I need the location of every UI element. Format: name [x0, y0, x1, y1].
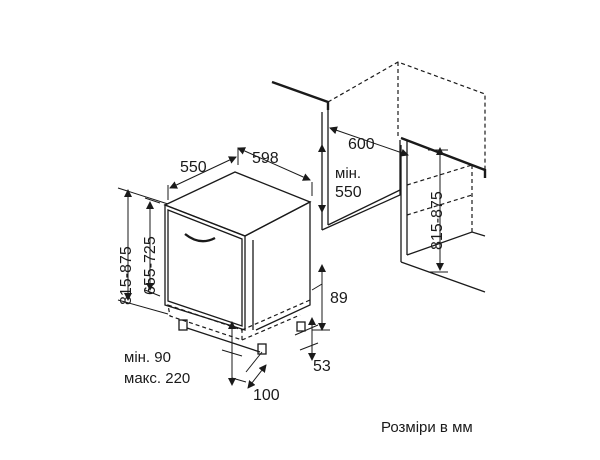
worktop-edge-right: [400, 136, 487, 178]
dimension-815-875-right: 815-875: [428, 147, 448, 273]
foot-front-left: [178, 319, 188, 331]
dimension-600: 600: [329, 126, 409, 157]
dim-53-label: 53: [313, 358, 331, 375]
dimension-550-depth: 550: [167, 148, 239, 200]
dim-815-875-right-label: 815-875: [429, 191, 446, 250]
dim-550-depth-label: 550: [180, 159, 207, 176]
dimension-89: 89: [311, 264, 348, 331]
dim-max-220-label: макс. 220: [124, 370, 190, 387]
dishwasher-top: [163, 171, 312, 237]
door-handle: [184, 233, 216, 243]
left-wall-bottom: [321, 140, 401, 231]
plinth-dashed: [167, 304, 243, 341]
dimension-53: 53: [294, 317, 331, 375]
dim-min-550-value: 550: [335, 184, 362, 201]
dimension-598: 598: [237, 147, 313, 196]
dimension-100: 100: [231, 351, 280, 404]
dim-655-725-label: 655-725: [142, 236, 159, 295]
dishwasher-side: [244, 200, 311, 331]
dimension-655-725: 655-725: [142, 197, 161, 297]
dim-600-label: 600: [348, 136, 375, 153]
foot-front-right: [257, 343, 267, 355]
worktop-dashed-plane: [327, 61, 486, 170]
dimension-min-550: мін. 550: [318, 144, 362, 213]
units-caption: Розміри в мм: [381, 419, 473, 436]
dimension-815-875-left: 815-875: [117, 187, 169, 315]
dim-min-90-label: мін. 90: [124, 349, 171, 366]
dim-815-875-left-label: 815-875: [118, 246, 135, 305]
dim-598-label: 598: [252, 150, 279, 167]
dishwasher-unit: [163, 171, 312, 355]
floor-line: [400, 261, 486, 293]
dishwasher-front: [164, 204, 246, 331]
dim-89-label: 89: [330, 290, 348, 307]
dim-100-label: 100: [253, 387, 280, 404]
dim-min-550-prefix: мін.: [335, 165, 361, 182]
dimension-min90-max220: мін. 90 макс. 220: [124, 321, 243, 387]
foot-rear-right: [296, 321, 306, 332]
worktop-niche: [271, 61, 487, 293]
worktop-edge-left: [271, 80, 330, 110]
